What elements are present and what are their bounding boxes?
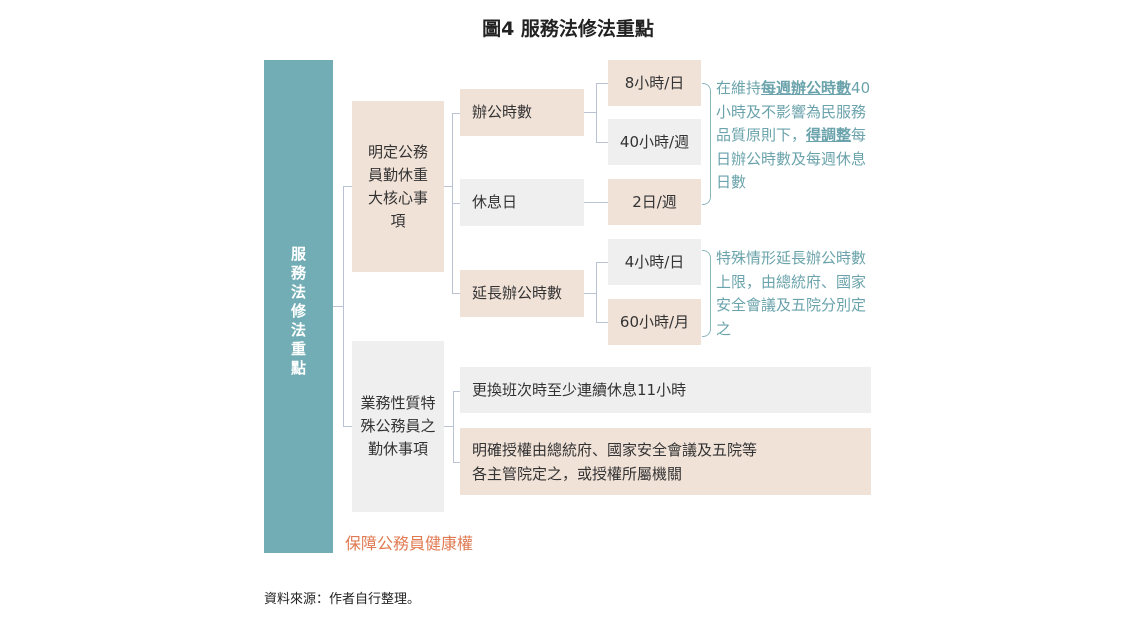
branch-label: 業務性質特殊公務員之勤休事項 — [360, 394, 436, 458]
root-node: 服務法修法重點 — [264, 60, 333, 553]
footer-label: 保障公務員健康權 — [345, 534, 474, 553]
connector — [596, 142, 608, 143]
node-label: 休息日 — [472, 193, 518, 211]
connector — [596, 83, 608, 84]
value-40h-week: 40小時/週 — [608, 119, 701, 165]
connector — [343, 186, 352, 187]
branch-special-staff: 業務性質特殊公務員之勤休事項 — [352, 341, 444, 512]
node-rest-days: 休息日 — [460, 179, 584, 226]
connector — [453, 391, 460, 392]
note-overtime-limit: 特殊情形延長辦公時數上限，由總統府、國家安全會議及五院分別定之 — [716, 249, 867, 338]
value-label: 8小時/日 — [624, 73, 685, 92]
connector — [444, 426, 453, 427]
note-text: 40小時及不影響為民服務品質原則下， — [716, 79, 871, 144]
node-shift-rest: 更換班次時至少連續休息11小時 — [460, 367, 871, 413]
node-label: 更換班次時至少連續休息11小時 — [472, 380, 687, 399]
node-label: 延長辦公時數 — [472, 284, 563, 302]
branch-label: 明定公務員勤休重大核心事項 — [367, 142, 428, 230]
value-2d-week: 2日/週 — [608, 179, 701, 225]
connector — [596, 322, 608, 323]
value-60h-month: 60小時/月 — [608, 299, 701, 345]
brace-icon — [702, 250, 711, 337]
source-note: 資料來源：作者自行整理。 — [264, 592, 421, 607]
connector — [596, 262, 597, 323]
figure-title: 圖4 服務法修法重點 — [482, 18, 654, 40]
connector — [453, 462, 460, 463]
note-emphasis: 每週辦公時數 — [761, 79, 852, 97]
connector — [444, 186, 452, 187]
value-label: 40小時/週 — [619, 132, 690, 151]
connector — [333, 306, 343, 307]
connector — [596, 83, 597, 143]
branch-core-matters: 明定公務員勤休重大核心事項 — [352, 101, 444, 272]
connector — [584, 202, 608, 203]
node-label: 明確授權由總統府、國家安全會議及五院等各主管院定之，或授權所屬機關 — [472, 440, 758, 483]
value-label: 2日/週 — [632, 192, 677, 211]
connector — [343, 426, 352, 427]
connector — [452, 203, 460, 204]
value-label: 60小時/月 — [619, 312, 690, 331]
root-label: 服務法修法重點 — [290, 245, 306, 377]
value-8h-day: 8小時/日 — [608, 60, 701, 106]
connector — [452, 293, 460, 294]
connector — [343, 186, 344, 427]
connector — [596, 262, 608, 263]
note-emphasis: 得調整 — [806, 126, 852, 144]
note-text: 每日辦公時數及每週休息日數 — [716, 126, 867, 191]
value-4h-day: 4小時/日 — [608, 239, 701, 285]
note-flex-hours: 在維持每週辦公時數40小時及不影響為民服務品質原則下，得調整每日辦公時數及每週休… — [716, 77, 876, 195]
connector — [584, 112, 596, 113]
value-label: 4小時/日 — [624, 252, 685, 271]
brace-icon — [702, 83, 711, 205]
connector — [452, 113, 460, 114]
connector — [584, 293, 596, 294]
connector — [453, 391, 454, 463]
node-office-hours: 辦公時數 — [460, 89, 584, 136]
note-text: 在維持 — [716, 79, 762, 97]
node-overtime: 延長辦公時數 — [460, 270, 584, 317]
node-authorization: 明確授權由總統府、國家安全會議及五院等各主管院定之，或授權所屬機關 — [460, 428, 871, 495]
node-label: 辦公時數 — [472, 103, 533, 121]
